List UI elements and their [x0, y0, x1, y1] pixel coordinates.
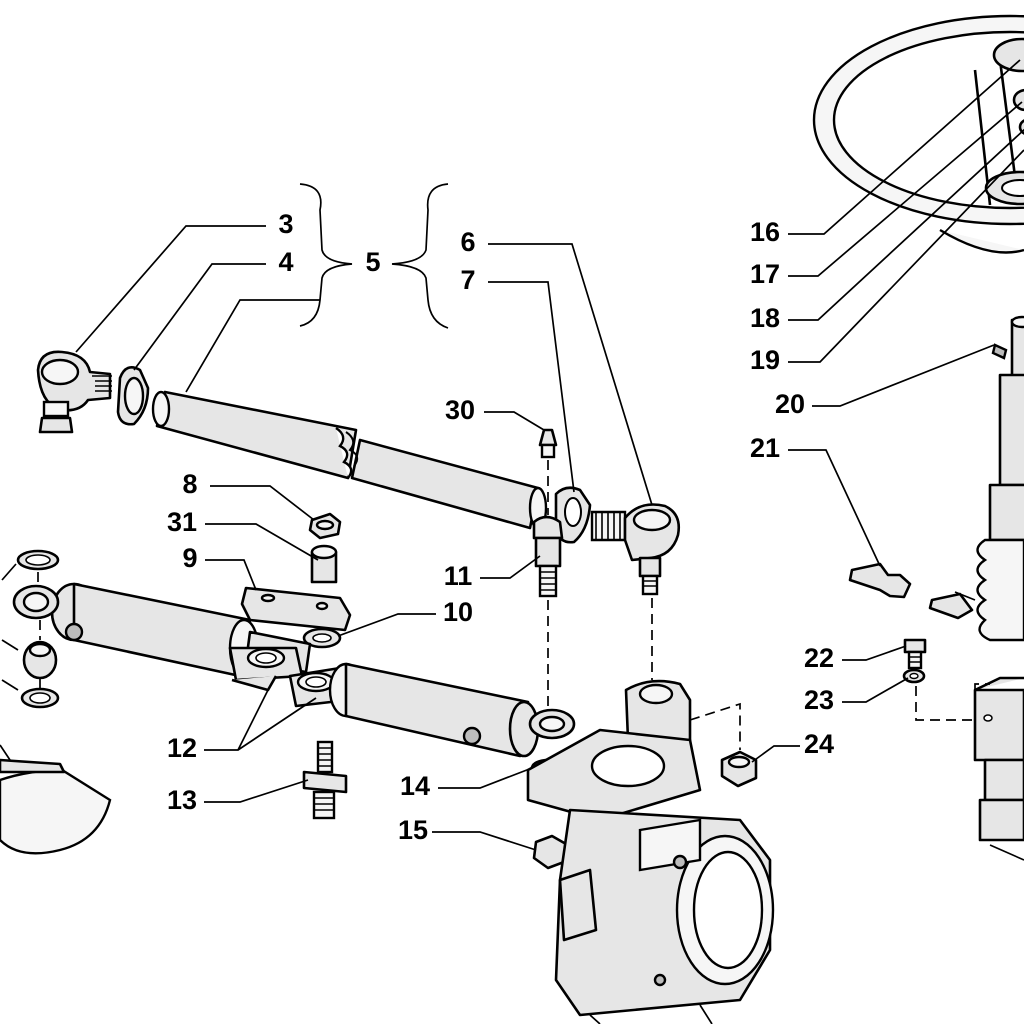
pin-bolt-11 [532, 515, 564, 598]
lock-nut-4 [116, 366, 150, 426]
callout-6: 6 [460, 227, 475, 257]
callout-20: 20 [775, 389, 805, 419]
callout-31: 31 [167, 507, 197, 537]
bolt-dashed-path [915, 683, 990, 721]
sleeve-31 [310, 544, 338, 584]
steering-wheel [812, 14, 1024, 254]
steering-column [973, 315, 1024, 861]
callout-7: 7 [460, 265, 475, 295]
callout-19: 19 [750, 345, 780, 375]
stud-13 [302, 740, 348, 820]
nut-24 [720, 750, 758, 788]
hose-fitting [848, 562, 976, 620]
callout-labels: 3 4 5 6 7 8 9 10 11 12 13 14 15 16 17 18… [167, 209, 834, 845]
callout-18: 18 [750, 303, 780, 333]
callout-13: 13 [167, 785, 197, 815]
callout-22: 22 [804, 643, 834, 673]
bolt-22 [903, 638, 927, 670]
nut-dashed-path [689, 702, 741, 750]
callout-11: 11 [444, 561, 473, 591]
washer-23 [902, 668, 926, 684]
washer-10 [302, 627, 342, 649]
tie-rod-tube [151, 390, 540, 530]
steering-knuckle [526, 679, 775, 1024]
callout-5: 5 [365, 247, 380, 277]
tie-rod-right-end [590, 503, 680, 596]
left-cylinder-parts [1, 549, 60, 709]
dust-cover [0, 744, 112, 855]
callout-10: 10 [443, 597, 473, 627]
callout-3: 3 [278, 209, 293, 239]
callout-21: 21 [750, 433, 780, 463]
callout-23: 23 [804, 685, 834, 715]
cylinder-lower [288, 662, 576, 758]
callout-17: 17 [750, 259, 780, 289]
bracket-plate-9 [240, 586, 352, 632]
callout-15: 15 [398, 815, 428, 845]
grease-nipple-30 [538, 428, 558, 459]
nut-8 [308, 512, 342, 540]
callout-16: 16 [750, 217, 780, 247]
callout-4: 4 [278, 247, 293, 277]
leader-lines [75, 59, 1024, 851]
callout-12: 12 [167, 733, 197, 763]
callout-8: 8 [182, 469, 197, 499]
lock-nut-7 [528, 486, 592, 544]
tie-rod-left-end [36, 350, 112, 434]
callout-9: 9 [182, 543, 197, 573]
callout-30: 30 [445, 395, 475, 425]
callout-24: 24 [804, 729, 834, 759]
callout-14: 14 [400, 771, 430, 801]
cylinder-upper [50, 582, 312, 692]
